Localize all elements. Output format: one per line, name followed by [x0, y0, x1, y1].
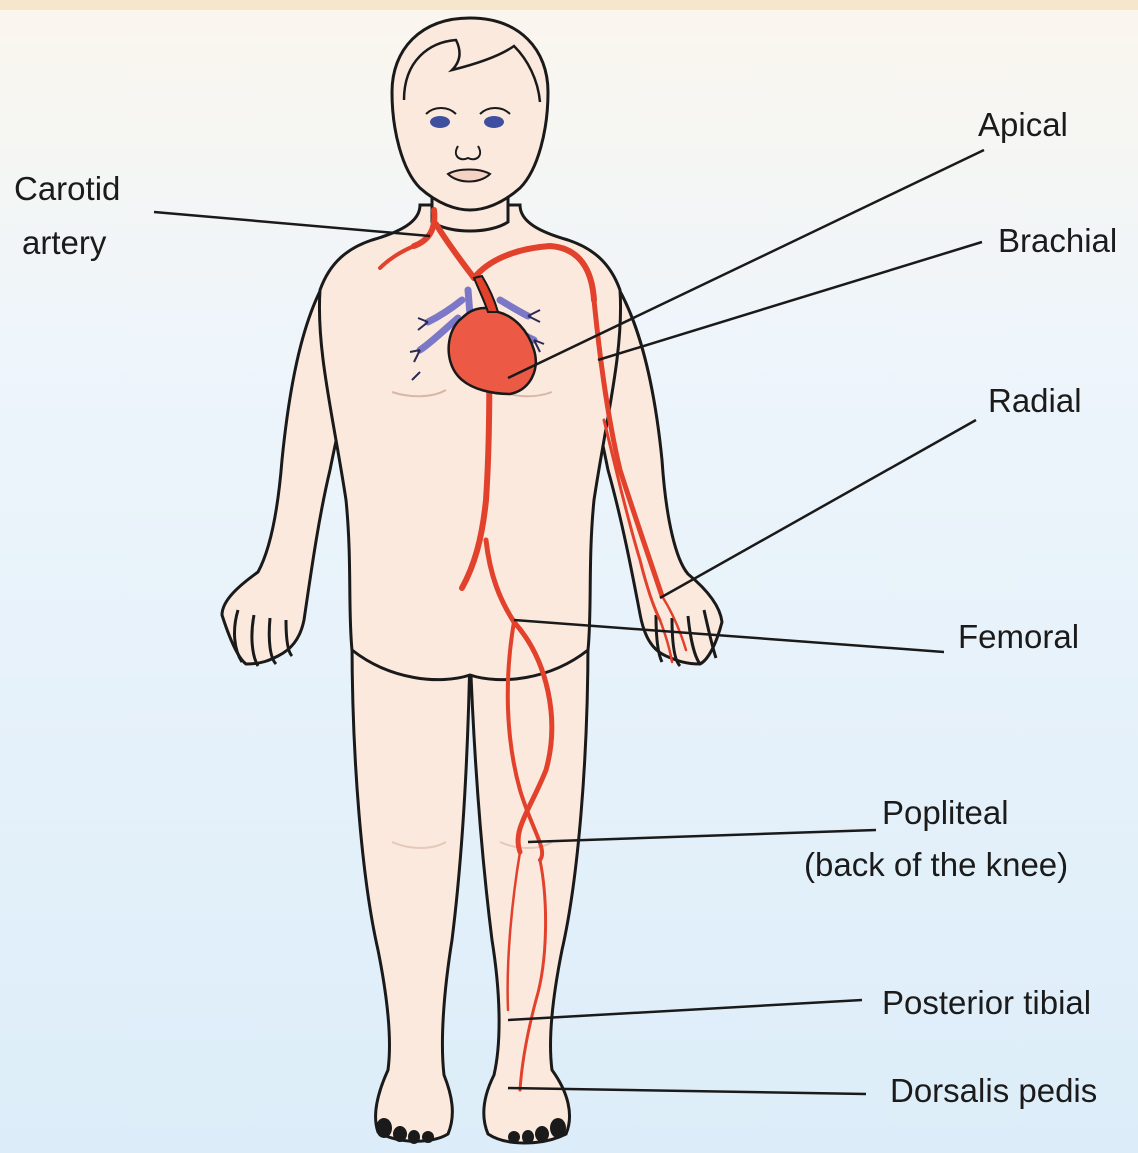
- brachial-label: Brachial: [998, 216, 1117, 266]
- popliteal-label-line2: (back of the knee): [804, 840, 1068, 890]
- left-leg: [470, 640, 588, 1143]
- radial-leader: [660, 420, 976, 598]
- carotid-label-line2: artery: [22, 218, 106, 268]
- carotid-leader: [154, 212, 430, 236]
- apical-label: Apical: [978, 100, 1068, 150]
- carotid-label-line1: Carotid: [14, 164, 120, 214]
- dorsalis-pedis-label: Dorsalis pedis: [890, 1066, 1097, 1116]
- brachial-leader: [598, 242, 982, 360]
- posterior-tibial-label: Posterior tibial: [882, 978, 1091, 1028]
- popliteal-label-line1: Popliteal: [882, 788, 1009, 838]
- femoral-label: Femoral: [958, 612, 1079, 662]
- right-eye: [430, 116, 450, 128]
- right-leg: [352, 640, 470, 1141]
- left-eye: [484, 116, 504, 128]
- posterior-tibial-leader: [508, 1000, 862, 1020]
- radial-label: Radial: [988, 376, 1082, 426]
